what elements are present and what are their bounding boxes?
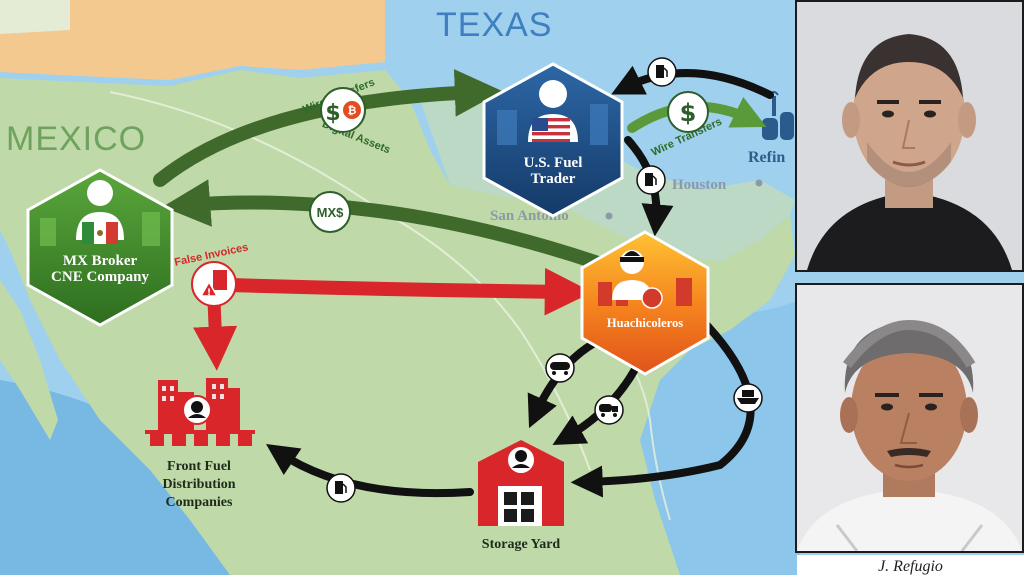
invoice-warning-badge: ! xyxy=(191,261,237,307)
gas-pump-icon xyxy=(645,173,653,186)
front-fuel-node: Front Fuel Distribution Companies xyxy=(145,378,255,510)
svg-text:!: ! xyxy=(207,288,211,298)
gas-pump-icon xyxy=(656,65,664,78)
svg-text:₿: ₿ xyxy=(348,104,357,117)
us-fuel-trader-line2: Trader xyxy=(531,171,576,187)
person-icon xyxy=(539,80,567,108)
svg-text:MX$: MX$ xyxy=(317,205,345,220)
mexico-flag-icon xyxy=(82,222,118,244)
rail-tanker-icon xyxy=(550,362,570,370)
photo-caption: J. Refugio xyxy=(797,555,1024,575)
tanker-truck-icon xyxy=(599,404,612,412)
corner-land xyxy=(0,0,70,34)
huach-to-yard-ship-arrow xyxy=(570,314,755,498)
tanker-truck-badge xyxy=(594,395,624,425)
dollar-icon: $ xyxy=(325,101,340,126)
gulf-water xyxy=(640,300,800,575)
dollar-icon: $ xyxy=(680,99,697,127)
masked-person-icon xyxy=(191,401,203,413)
us-fuel-trader-node: U.S. Fuel Trader xyxy=(482,62,624,218)
san-antonio-dot xyxy=(605,212,613,220)
shell-logo-icon xyxy=(641,287,663,309)
mx-broker-line1: MX Broker xyxy=(63,253,138,269)
gas-pump-badge-mid xyxy=(636,165,666,195)
mx-broker-node: MX Broker CNE Company xyxy=(26,168,174,327)
refinery-label: Refin xyxy=(748,149,785,166)
huachicoleros-label: Huachicoleros xyxy=(607,316,683,330)
mexico-label: MEXICO xyxy=(6,120,146,158)
ship-icon xyxy=(737,398,759,404)
mugshot-photo-1 xyxy=(795,0,1024,272)
wire-transfer-arrow xyxy=(153,69,503,187)
bitcoin-icon xyxy=(343,101,361,119)
mx-dollar-arrow xyxy=(162,179,605,270)
houston-label: Houston xyxy=(672,177,727,193)
northern-region xyxy=(0,0,385,80)
front-fuel-line1: Front Fuel xyxy=(167,459,231,474)
bitcoin-dollar-badge: $ ₿ xyxy=(320,87,366,133)
baja-peninsula xyxy=(0,280,58,440)
invoice-icon xyxy=(213,270,227,290)
mx-dollar-badge: MX$ xyxy=(309,191,351,233)
front-fuel-line2: Distribution xyxy=(162,477,235,492)
gas-station-row-icon xyxy=(145,430,255,446)
storage-yard-label: Storage Yard xyxy=(482,537,561,552)
houston-dot xyxy=(755,179,763,187)
false-invoice-arrow xyxy=(223,267,593,316)
texas-label: TEXAS xyxy=(436,6,552,44)
us-fuel-trader-line1: U.S. Fuel xyxy=(524,155,583,171)
invoice-to-front-arrow xyxy=(192,293,238,371)
huachicoleros-node: Huachicoleros xyxy=(580,230,710,376)
gas-pump-badge-bottom xyxy=(326,473,356,503)
ship-badge xyxy=(733,383,763,413)
fuel-to-trader-arrow xyxy=(611,65,774,99)
warning-icon xyxy=(199,280,219,297)
front-fuel-line3: Companies xyxy=(166,495,233,510)
storage-yard-node: Storage Yard xyxy=(478,440,564,552)
person-icon xyxy=(87,180,113,206)
dollar-badge: $ xyxy=(667,91,709,133)
gas-pump-icon xyxy=(335,481,343,494)
mugshot-photo-2 xyxy=(795,283,1024,553)
rail-tanker-badge xyxy=(545,353,575,383)
masked-person-icon xyxy=(515,450,527,462)
mx-broker-line2: CNE Company xyxy=(51,269,149,285)
yard-to-front-arrow xyxy=(266,444,474,498)
gas-pump-badge-top xyxy=(647,57,677,87)
